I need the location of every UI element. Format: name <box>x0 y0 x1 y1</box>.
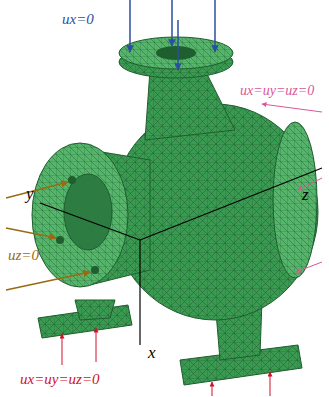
axis-label: x <box>148 344 156 361</box>
constraint-label: uz=0 <box>8 248 39 263</box>
constraint-label: ux=0 <box>62 12 94 27</box>
axis-label: z <box>302 186 309 203</box>
axis-label: y <box>26 185 34 202</box>
constraint-label: ux=uy=uz=0 <box>20 372 100 387</box>
constraint-label: ux=uy=uz=0 <box>240 84 314 98</box>
